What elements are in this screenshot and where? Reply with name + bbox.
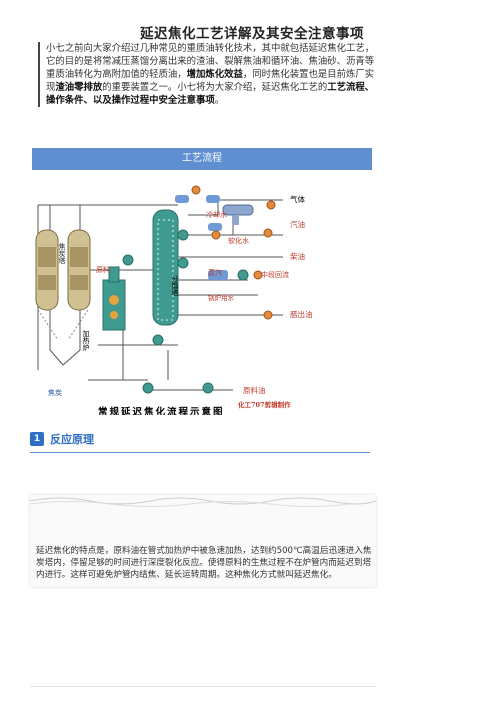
section-header-reaction-principle: 1 反应原理 [30,430,370,453]
process-flow-banner: 工艺流程 [32,148,372,170]
diagram-credit: 化工707剪辑制作 [238,400,291,409]
label-diesel: 柴油 [290,251,305,261]
section-number-badge: 1 [30,432,44,446]
label-soft-water: 软化水 [228,236,249,245]
principle-text: 延迟焦化的特点是，原料油在管式加热炉中被急速加热，达到约500℃高温后迅速进入焦… [36,546,372,580]
divider [30,686,376,687]
intro-bold-2: 渣油零排放 [55,82,103,93]
process-flow-diagram: 焦炭塔 分馏塔 加热炉 焦炭 [35,185,313,415]
page-title: 延迟焦化工艺详解及其安全注意事项 [140,26,364,42]
label-coke-tower: 焦炭塔 [58,242,66,265]
label-feed-oil: 原料油 [243,385,266,395]
intro-text-4: 。 [214,95,225,106]
label-feed: 原料 [96,265,110,274]
label-mid-reflux: 中段回流 [261,270,289,279]
pumps [122,229,249,394]
intro-text-2: ，同时焦化装置也是目前炼厂实现 [46,69,375,93]
label-gas: 气体 [290,194,305,204]
label-fractionator: 分馏塔 [171,274,179,297]
coolers [175,195,228,280]
label-steam: 蒸汽 [208,268,222,277]
heating-furnace [102,266,126,331]
intro-bold-3: 工艺流程、操作条件、以及操作过程中安全注意事项 [46,82,375,106]
intro-bold-1: 增加炼化效益 [186,69,243,80]
coke-tower-left [35,229,59,311]
label-gasoline: 汽油 [290,219,305,229]
label-coke: 焦炭 [48,388,62,397]
overhead-drum [222,204,254,225]
diagram-caption: 常规延迟焦化流程示意图 [98,406,225,415]
intro-text-3: 的重要装置之一。小七将为大家介绍，延迟焦化工艺的 [102,82,328,93]
label-boiler-water: 锅炉用水 [208,293,235,302]
principle-card: 延迟焦化的特点是，原料油在管式加热炉中被急速加热，达到约500℃高温后迅速进入焦… [30,495,376,587]
heat-exchangers [191,185,276,320]
label-heating-furnace: 加热炉 [82,329,90,352]
label-wax-oil: 腊出油 [290,309,313,319]
intro-text-1: 小七之前向大家介绍过几种常见的重质油转化技术，其中就包括延迟焦化工艺，它的目的是… [46,43,375,80]
intro-paragraph: 小七之前向大家介绍过几种常见的重质油转化技术，其中就包括延迟焦化工艺，它的目的是… [38,42,376,107]
section-title: 反应原理 [50,433,94,446]
label-cooling-water: 冷却水 [206,210,227,219]
fractionator-column [152,209,179,326]
card-top-decoration [30,497,376,507]
coke-tower-right [67,229,91,311]
